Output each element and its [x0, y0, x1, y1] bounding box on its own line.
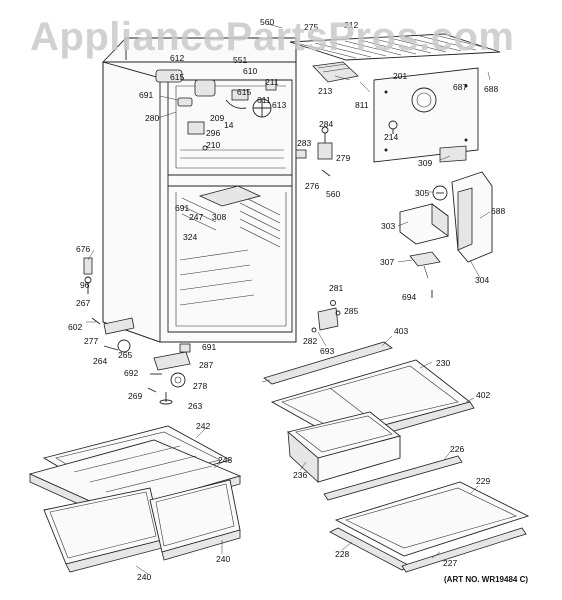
- part-label: 236: [293, 470, 307, 480]
- part-label: 280: [145, 113, 159, 123]
- part-label: 269: [128, 391, 142, 401]
- light-socket-214: [388, 120, 398, 134]
- part-label: 602: [68, 322, 82, 332]
- shelf-bracket-213: [312, 61, 359, 83]
- hinge-parts: [295, 126, 333, 177]
- part-label: 267: [76, 298, 90, 308]
- temperature-control-housing: [399, 171, 493, 298]
- part-label: 230: [436, 358, 450, 368]
- leader-lines: [86, 23, 491, 575]
- crisper-cover-assembly: [323, 455, 530, 573]
- part-label: 688: [491, 206, 505, 216]
- part-label: 243: [218, 455, 232, 465]
- part-label: 403: [394, 326, 408, 336]
- watermark: AppliancePartsPros.com: [30, 15, 515, 59]
- part-label: 240: [137, 572, 151, 582]
- part-label: 693: [320, 346, 334, 356]
- part-label: 214: [384, 132, 398, 142]
- part-label: 277: [84, 336, 98, 346]
- part-label: 242: [196, 421, 210, 431]
- part-label: 229: [476, 476, 490, 486]
- part-label: 309: [418, 158, 432, 168]
- part-label: 263: [188, 401, 202, 411]
- part-label: 210: [206, 140, 220, 150]
- part-label: 613: [272, 100, 286, 110]
- part-label: 615: [237, 87, 251, 97]
- hardware-small-parts: [83, 257, 341, 405]
- part-label: 201: [393, 71, 407, 81]
- part-label: 279: [336, 153, 350, 163]
- part-label: 688: [484, 84, 498, 94]
- crisper-drawer-236: [287, 411, 401, 483]
- part-label: 560: [326, 189, 340, 199]
- part-label: 691: [139, 90, 153, 100]
- part-label: 209: [210, 113, 224, 123]
- part-label: 691: [175, 203, 189, 213]
- part-label: 283: [297, 138, 311, 148]
- part-label: 303: [381, 221, 395, 231]
- part-label: 676: [76, 244, 90, 254]
- refrigerator-cabinet: [101, 37, 297, 343]
- part-label: 276: [305, 181, 319, 191]
- part-label: 402: [476, 390, 490, 400]
- part-label: 560: [260, 17, 274, 27]
- part-label: 305: [415, 188, 429, 198]
- part-label: 551: [233, 55, 247, 65]
- pan-tray-assembly: [28, 425, 242, 573]
- part-label: 212: [344, 20, 358, 30]
- part-label: 211: [265, 77, 279, 87]
- part-label: 285: [344, 306, 358, 316]
- art-number: (ART NO. WR19484 C): [444, 575, 528, 584]
- part-label: 611: [257, 95, 271, 105]
- freezer-wire-shelf: [289, 33, 501, 61]
- part-label: 615: [170, 72, 184, 82]
- part-label: 281: [329, 283, 343, 293]
- part-label: 96: [80, 280, 90, 290]
- part-label: 287: [199, 360, 213, 370]
- part-label: 324: [183, 232, 197, 242]
- part-number-labels: 560 275 212 612 551 615 610 691 211 615 …: [68, 17, 505, 582]
- part-label: 610: [243, 66, 257, 76]
- part-label: 308: [212, 212, 226, 222]
- part-label: 213: [318, 86, 332, 96]
- part-label: 811: [355, 100, 369, 110]
- part-label: 612: [170, 53, 184, 63]
- part-label: 227: [443, 558, 457, 568]
- part-label: 275: [304, 22, 318, 32]
- part-label: 304: [475, 275, 489, 285]
- fan-motor-assembly: [155, 69, 277, 151]
- part-label: 296: [206, 128, 220, 138]
- part-label: 692: [124, 368, 138, 378]
- part-label: 247: [189, 212, 203, 222]
- part-label: 264: [93, 356, 107, 366]
- part-label: 14: [224, 120, 234, 130]
- part-label: 228: [335, 549, 349, 559]
- evaporator-cover-201: [373, 67, 479, 163]
- part-label: 226: [450, 444, 464, 454]
- part-label: 307: [380, 257, 394, 267]
- part-label: 691: [202, 342, 216, 352]
- part-label: 265: [118, 350, 132, 360]
- part-label: 284: [319, 119, 333, 129]
- part-label: 282: [303, 336, 317, 346]
- part-label: 687: [453, 82, 467, 92]
- part-label: 240: [216, 554, 230, 564]
- part-label: 694: [402, 292, 416, 302]
- part-label: 278: [193, 381, 207, 391]
